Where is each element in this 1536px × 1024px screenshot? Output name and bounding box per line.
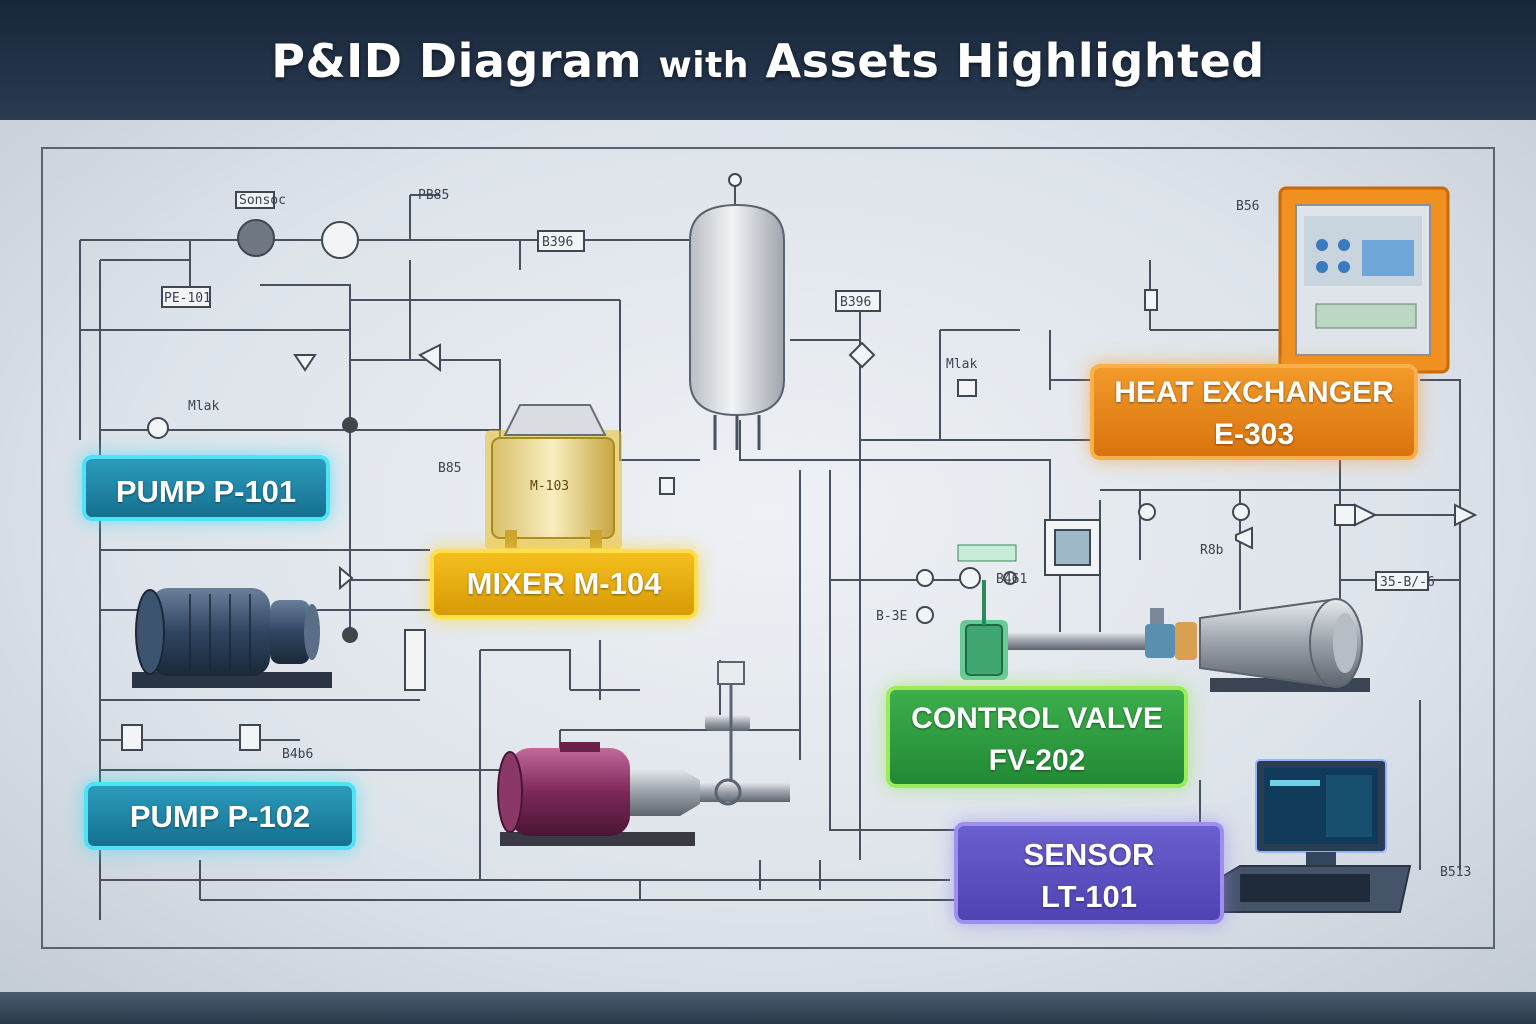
label-pb85: PB85 <box>418 188 449 203</box>
vessel-tank <box>689 186 785 450</box>
asset-id-sensor: LT-101 <box>1041 879 1137 914</box>
label-b513: B513 <box>1440 865 1471 880</box>
asset-tag-heat-exchanger[interactable]: HEAT EXCHANGER E-303 <box>1090 364 1418 460</box>
asset-label-mixer: MIXER M-104 <box>466 566 662 601</box>
diagram-text: Sonsoc PE-101 PB85 B396 B396 Mlak Mlak B… <box>164 188 1471 880</box>
sensor-computer <box>1198 759 1412 913</box>
asset-id-heat-exchanger: E-303 <box>1213 418 1295 451</box>
label-mlak-left: Mlak <box>188 399 219 414</box>
label-r8b: R8b <box>1200 543 1224 558</box>
asset-id-control-valve: FV-202 <box>988 744 1086 777</box>
asset-label-control-valve: CONTROL VALVE <box>911 702 1163 735</box>
board-base <box>0 992 1536 1024</box>
mixer-nameplate: M-103 <box>530 479 569 494</box>
drawing-frame <box>41 147 1495 949</box>
pump-p101-motor <box>132 588 332 688</box>
label-b396-top: B396 <box>542 235 573 250</box>
label-code-right: 35-B/-6 <box>1380 575 1435 590</box>
pump-right-motor <box>1199 598 1370 692</box>
label-b85: B85 <box>438 461 461 476</box>
asset-tag-pump-p101[interactable]: PUMP P-101 <box>82 455 330 521</box>
title-bar <box>0 0 1536 120</box>
title-end: Assets Highlighted <box>765 34 1265 88</box>
pipe-network <box>79 194 1461 920</box>
title-with: with <box>658 45 749 86</box>
heat-exchanger-panel <box>1278 186 1450 374</box>
asset-tag-sensor[interactable]: SENSOR LT-101 <box>954 822 1224 924</box>
label-pe101: PE-101 <box>164 291 211 306</box>
label-b461: B461 <box>996 572 1027 587</box>
asset-tag-control-valve[interactable]: CONTROL VALVE FV-202 <box>886 686 1188 788</box>
label-b396-mid: B396 <box>840 295 871 310</box>
mixer-unit: M-103 <box>485 404 622 550</box>
control-valve-assembly <box>957 544 1197 680</box>
asset-tag-pump-p102[interactable]: PUMP P-102 <box>84 782 356 850</box>
asset-label-pump-p101: PUMP P-101 <box>115 474 297 509</box>
page-title: P&ID Diagram with Assets Highlighted <box>0 34 1536 88</box>
label-b56: B56 <box>1236 199 1259 214</box>
asset-label-heat-exchanger: HEAT EXCHANGER <box>1114 376 1394 409</box>
asset-label-sensor: SENSOR <box>1023 837 1155 872</box>
asset-tag-mixer[interactable]: MIXER M-104 <box>430 549 698 619</box>
label-b4b6: B4b6 <box>282 747 313 762</box>
label-b3e: B-3E <box>876 609 907 624</box>
label-mlak-right: Mlak <box>946 357 977 372</box>
asset-label-pump-p102: PUMP P-102 <box>129 799 311 834</box>
label-sensor-box: Sonsoc <box>239 193 286 208</box>
title-main: P&ID Diagram <box>271 34 643 88</box>
instrument-symbols <box>121 173 1478 751</box>
pump-p102-motor <box>497 661 790 846</box>
